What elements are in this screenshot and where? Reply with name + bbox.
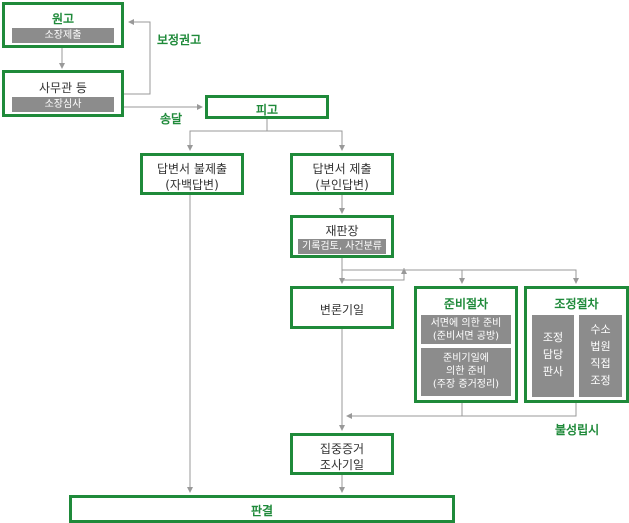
defendant-title: 피고 (255, 103, 279, 117)
plaintiff-title: 원고 (51, 12, 75, 26)
plaintiff-box: 원고 소장제출 (2, 2, 124, 48)
prep-box: 준비절차 서면에 의한 준비 (준비서면 공방) 준비기일에 의한 준비 (주장… (414, 286, 518, 403)
judge-box: 재판장 기록검토, 사건분류 (290, 215, 394, 258)
judgment-title: 판결 (250, 504, 274, 518)
answer-box: 답변서 제출 (부인답변) (290, 153, 394, 195)
no-answer-line2: (자백답변) (165, 178, 219, 192)
prep-item-hearing: 준비기일에 의한 준비 (주장 증거정리) (421, 348, 511, 396)
no-answer-box: 답변서 불제출 (자백답변) (140, 153, 244, 195)
no-answer-line1: 답변서 불제출 (156, 162, 228, 176)
hearing-title: 변론기일 (319, 303, 365, 317)
service-label: 송달 (160, 112, 183, 126)
judge-sub: 기록검토, 사건분류 (298, 239, 386, 254)
prep-title: 준비절차 (443, 297, 489, 311)
plaintiff-sub: 소장제출 (12, 28, 114, 43)
mediation-item-court: 수소 법원 직접 조정 (579, 315, 622, 397)
defendant-box: 피고 (205, 95, 329, 119)
answer-line2: (부인답변) (315, 178, 369, 192)
clerk-box: 사무관 등 소장심사 (2, 70, 124, 117)
hearing-box: 변론기일 (290, 286, 394, 329)
answer-line1: 답변서 제출 (312, 162, 372, 176)
clerk-sub: 소장심사 (12, 97, 114, 112)
concentrated-line2: 조사기일 (319, 458, 365, 472)
mediation-item-judge: 조정 담당 판사 (532, 315, 574, 397)
concentrated-line1: 집중증거 (319, 442, 365, 456)
judgment-box: 판결 (69, 495, 455, 523)
mediation-box: 조정절차 조정 담당 판사 수소 법원 직접 조정 (524, 286, 629, 403)
correction-label: 보정권고 (157, 33, 202, 47)
judge-title: 재판장 (325, 224, 359, 238)
prep-item-written: 서면에 의한 준비 (준비서면 공방) (421, 315, 511, 344)
failed-label: 불성립시 (555, 423, 600, 437)
concentrated-box: 집중증거 조사기일 (290, 433, 394, 475)
clerk-title: 사무관 등 (39, 81, 87, 95)
mediation-title: 조정절차 (554, 297, 599, 311)
